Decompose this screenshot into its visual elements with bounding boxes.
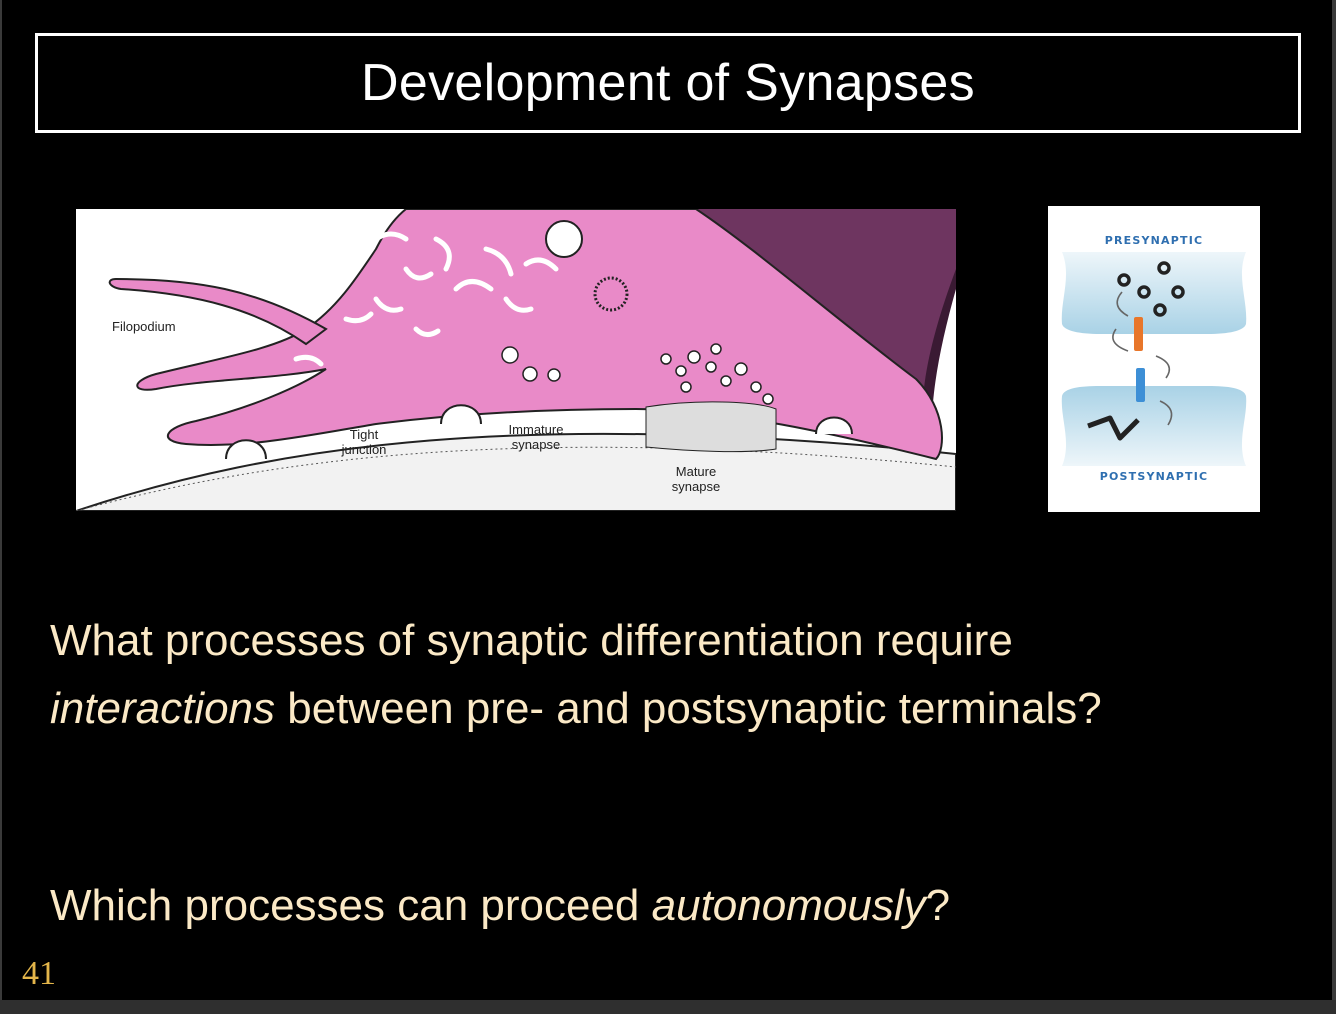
question-autonomous: Which processes can proceed autonomously… bbox=[50, 872, 1250, 940]
synapse-schematic: PRESYNAPTIC bbox=[1048, 206, 1260, 512]
schematic-drawing bbox=[1061, 252, 1247, 466]
question-2-text: Which processes can proceed bbox=[50, 881, 652, 930]
question-2-emphasis: autonomously bbox=[651, 881, 926, 930]
title-box: Development of Synapses bbox=[35, 33, 1301, 133]
label-tight-junction: Tight junction bbox=[341, 427, 387, 457]
question-1-text: What processes of synaptic differentiati… bbox=[50, 616, 1013, 665]
orange-marker bbox=[1134, 317, 1143, 351]
postsynaptic-label: POSTSYNAPTIC bbox=[1099, 470, 1209, 483]
question-1-text-end: between pre- and postsynaptic terminals? bbox=[275, 684, 1102, 733]
label-immature-synapse: Immature synapse bbox=[508, 422, 564, 452]
blue-marker bbox=[1136, 368, 1145, 402]
page-title: Development of Synapses bbox=[361, 54, 975, 112]
bottom-strip bbox=[0, 1000, 1336, 1014]
label-mature-synapse: Mature synapse bbox=[671, 464, 721, 494]
slide-number: 41 bbox=[22, 955, 56, 992]
question-interactions: What processes of synaptic differentiati… bbox=[50, 607, 1250, 743]
growth-cone-drawing bbox=[76, 209, 956, 511]
question-1-emphasis: interactions bbox=[50, 684, 276, 733]
growth-cone-illustration: Filopodium Tight junction Immature synap… bbox=[76, 209, 956, 511]
presynaptic-label: PRESYNAPTIC bbox=[1104, 234, 1204, 247]
label-filopodium: Filopodium bbox=[112, 319, 176, 334]
question-2-text-end: ? bbox=[925, 881, 951, 930]
